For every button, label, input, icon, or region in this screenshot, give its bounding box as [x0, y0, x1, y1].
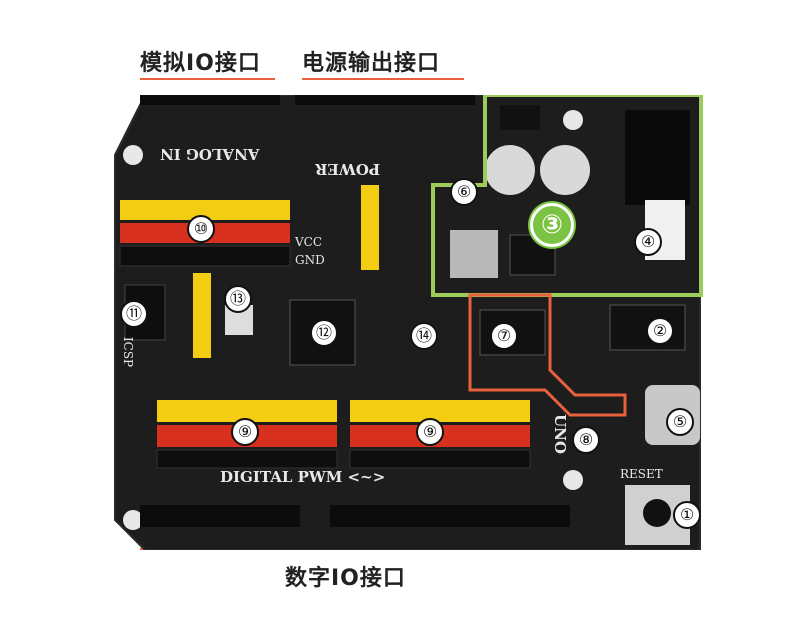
marker-4: ④ — [634, 228, 662, 256]
marker-9-left: ⑨ — [231, 418, 259, 446]
vcc-label: VCC — [295, 235, 323, 249]
marker-5: ⑤ — [666, 408, 694, 436]
power-out-underline — [302, 78, 464, 80]
marker-1: ① — [673, 501, 701, 529]
power-out-caption: 电源输出接口 — [302, 51, 441, 76]
power-label: POWER — [315, 160, 381, 178]
analog-in-label: ANALOG IN — [160, 145, 260, 163]
analog-io-caption: 模拟IO接口 — [140, 51, 261, 76]
board-illustration — [114, 85, 703, 551]
arduino-expansion-board: ANALOG IN POWER DIGITAL PWM <~> UNO ICSP… — [105, 85, 705, 551]
marker-14: ⑭ — [410, 322, 438, 350]
marker-2: ② — [646, 317, 674, 345]
marker-9-right: ⑨ — [416, 418, 444, 446]
uno-label: UNO — [550, 414, 569, 454]
reset-label: RESET — [620, 467, 663, 481]
marker-13: ⑬ — [224, 285, 252, 313]
marker-7: ⑦ — [490, 322, 518, 350]
marker-12: ⑫ — [310, 319, 338, 347]
digital-pwm-label: DIGITAL PWM <~> — [220, 468, 386, 486]
marker-3: ③ — [530, 203, 574, 247]
marker-11: ⑪ — [120, 300, 148, 328]
marker-8: ⑧ — [572, 426, 600, 454]
marker-6: ⑥ — [450, 178, 478, 206]
digital-io-caption: 数字IO接口 — [285, 566, 406, 591]
gnd-label: GND — [295, 253, 325, 267]
marker-10: ⑩ — [187, 215, 215, 243]
analog-pin-rows — [119, 200, 291, 267]
analog-io-underline — [140, 78, 275, 80]
icsp-label: ICSP — [121, 336, 136, 368]
